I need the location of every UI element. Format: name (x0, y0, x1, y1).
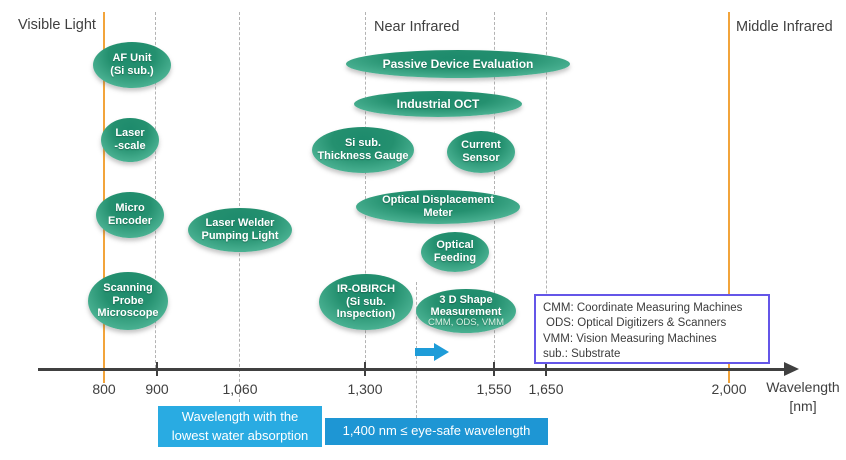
orange-line-2000nm (728, 12, 730, 383)
bubble-text: Inspection) (336, 308, 396, 321)
bubble-text: (Si sub. (346, 295, 386, 308)
axis-unit-line1: Wavelength (766, 379, 840, 395)
bubble-text: Pumping Light (201, 230, 279, 242)
bubble-industrial-oct: Industrial OCT (354, 91, 522, 117)
bubble-text: Laser Welder (205, 217, 275, 230)
bubble-text: Laser (115, 127, 145, 140)
bubble-text: AF Unit (112, 52, 152, 65)
callout-water-absorption: Wavelength with the lowest water absorpt… (158, 406, 322, 447)
axis-unit-line2: [nm] (789, 397, 817, 414)
tick-label-900: 900 (145, 381, 169, 397)
abbreviation-legend: CMM: Coordinate Measuring Machines ODS: … (534, 294, 770, 364)
tick-label-1650: 1,650 (528, 381, 564, 397)
bubble-af-unit: AF Unit (Si sub.) (93, 42, 171, 88)
tick-label-1550: 1,550 (476, 381, 512, 397)
callout-line1: Wavelength with the (181, 409, 299, 425)
bubble-text: Industrial OCT (396, 96, 480, 111)
tick-label-1300: 1,300 (347, 381, 383, 397)
bubble-text: (Si sub.) (110, 65, 154, 77)
bubble-text: Si sub. (344, 137, 382, 150)
tick-label-800: 800 (92, 381, 116, 397)
bubble-subtext: CMM, ODS, VMM (428, 316, 504, 328)
bubble-laser-scale: Laser -scale (101, 118, 159, 162)
bubble-ir-obirch: IR-OBIRCH (Si sub. Inspection) (319, 274, 413, 330)
bubble-micro-encoder: Micro Encoder (96, 192, 164, 238)
bubble-laser-welder-pumping-light: Laser Welder Pumping Light (188, 208, 292, 252)
bubble-optical-feeding: Optical Feeding (421, 232, 489, 272)
tick-label-1060: 1,060 (222, 381, 258, 397)
bubble-text: Thickness Gauge (317, 150, 409, 162)
bubble-current-sensor: Current Sensor (447, 131, 515, 173)
tick-label-2000: 2,000 (711, 381, 747, 397)
callout-eye-safe-text: 1,400 nm ≤ eye-safe wavelength (342, 423, 531, 439)
axis-tick-1300 (364, 362, 366, 376)
bubble-passive-device-evaluation: Passive Device Evaluation (346, 50, 570, 78)
bubble-3d-shape-measurement: 3 D Shape Measurement CMM, ODS, VMM (416, 289, 516, 333)
bubble-text: Optical (436, 239, 474, 252)
bubble-text: Micro (115, 202, 145, 215)
bubble-text: Measurement (430, 305, 502, 318)
bubble-text: Microscope (97, 307, 159, 320)
legend-line-vmm: VMM: Vision Measuring Machines (543, 332, 717, 345)
callout-line2: lowest water absorption (171, 427, 309, 443)
axis-tick-1650 (545, 362, 547, 376)
bubble-text: Probe (112, 294, 144, 307)
bubble-text: Meter (423, 207, 453, 219)
bubble-optical-displacement-meter: Optical Displacement Meter (356, 190, 520, 224)
bubble-text: 3 D Shape (439, 293, 493, 306)
region-label-visible-light: Visible Light (18, 17, 96, 33)
axis-unit-label: Wavelength [nm] (760, 378, 846, 416)
dashed-line-1300nm (365, 12, 366, 368)
legend-line-sub: sub.: Substrate (543, 347, 621, 360)
wavelength-axis (38, 368, 786, 371)
region-label-middle-infrared: Middle Infrared (736, 19, 833, 35)
legend-line-cmm: CMM: Coordinate Measuring Machines (543, 302, 743, 314)
axis-arrowhead-icon (784, 362, 799, 376)
bubble-text: -scale (114, 140, 146, 152)
bubble-text: Scanning (103, 281, 153, 294)
axis-tick-900 (156, 362, 158, 376)
bubble-text: Optical Displacement (382, 194, 494, 207)
axis-tick-1550 (493, 362, 495, 376)
bubble-scanning-probe-microscope: Scanning Probe Microscope (88, 272, 168, 330)
dashed-line-900nm (155, 12, 156, 368)
dashed-line-1550nm (494, 12, 495, 368)
bubble-text: Current (461, 139, 501, 152)
eye-safe-arrow-icon (415, 348, 435, 356)
bubble-text: Feeding (433, 252, 477, 264)
bubble-text: Sensor (462, 152, 500, 164)
orange-line-800nm (103, 12, 105, 383)
bubble-text: Encoder (107, 215, 152, 227)
legend-line-ods: ODS: Optical Digitizers & Scanners (546, 317, 727, 330)
callout-eye-safe: 1,400 nm ≤ eye-safe wavelength (325, 418, 548, 445)
dashed-line-1060nm (239, 12, 240, 402)
bubble-text: IR-OBIRCH (336, 282, 396, 295)
dashed-line-1650nm (546, 12, 547, 368)
bubble-si-sub-thickness-gauge: Si sub. Thickness Gauge (312, 127, 414, 173)
eye-safe-arrowhead-icon (434, 343, 449, 361)
bubble-text: Passive Device Evaluation (382, 56, 534, 71)
region-label-near-infrared: Near Infrared (374, 19, 460, 35)
